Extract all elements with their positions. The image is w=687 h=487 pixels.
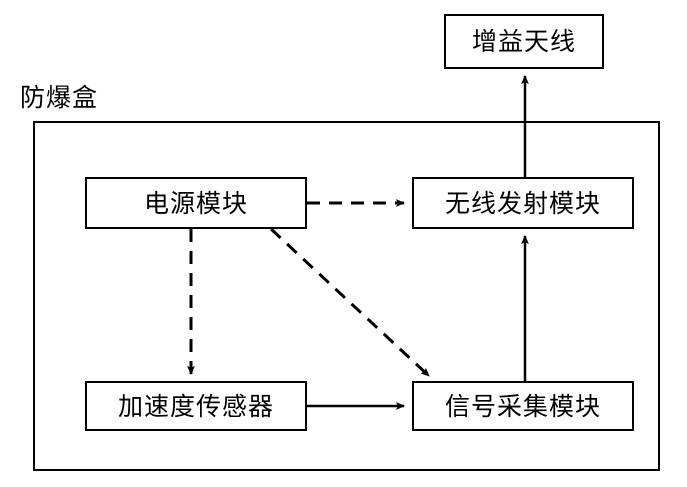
edge-power-to-signal [269,227,431,378]
node-gain-antenna[interactable]: 增益天线 [444,14,604,69]
node-signal-acquisition-module-label: 信号采集模块 [444,391,601,421]
node-wireless-transmit-module[interactable]: 无线发射模块 [412,177,634,229]
node-wireless-transmit-module-label: 无线发射模块 [444,188,601,218]
node-power-module[interactable]: 电源模块 [85,177,307,229]
node-gain-antenna-label: 增益天线 [471,27,576,56]
node-power-module-label: 电源模块 [143,188,248,218]
node-acceleration-sensor[interactable]: 加速度传感器 [85,381,307,431]
node-acceleration-sensor-label: 加速度传感器 [117,391,274,421]
node-signal-acquisition-module[interactable]: 信号采集模块 [412,381,634,431]
enclosure-label: 防爆盒 [20,83,99,112]
enclosure-explosion-proof-box [33,121,660,471]
